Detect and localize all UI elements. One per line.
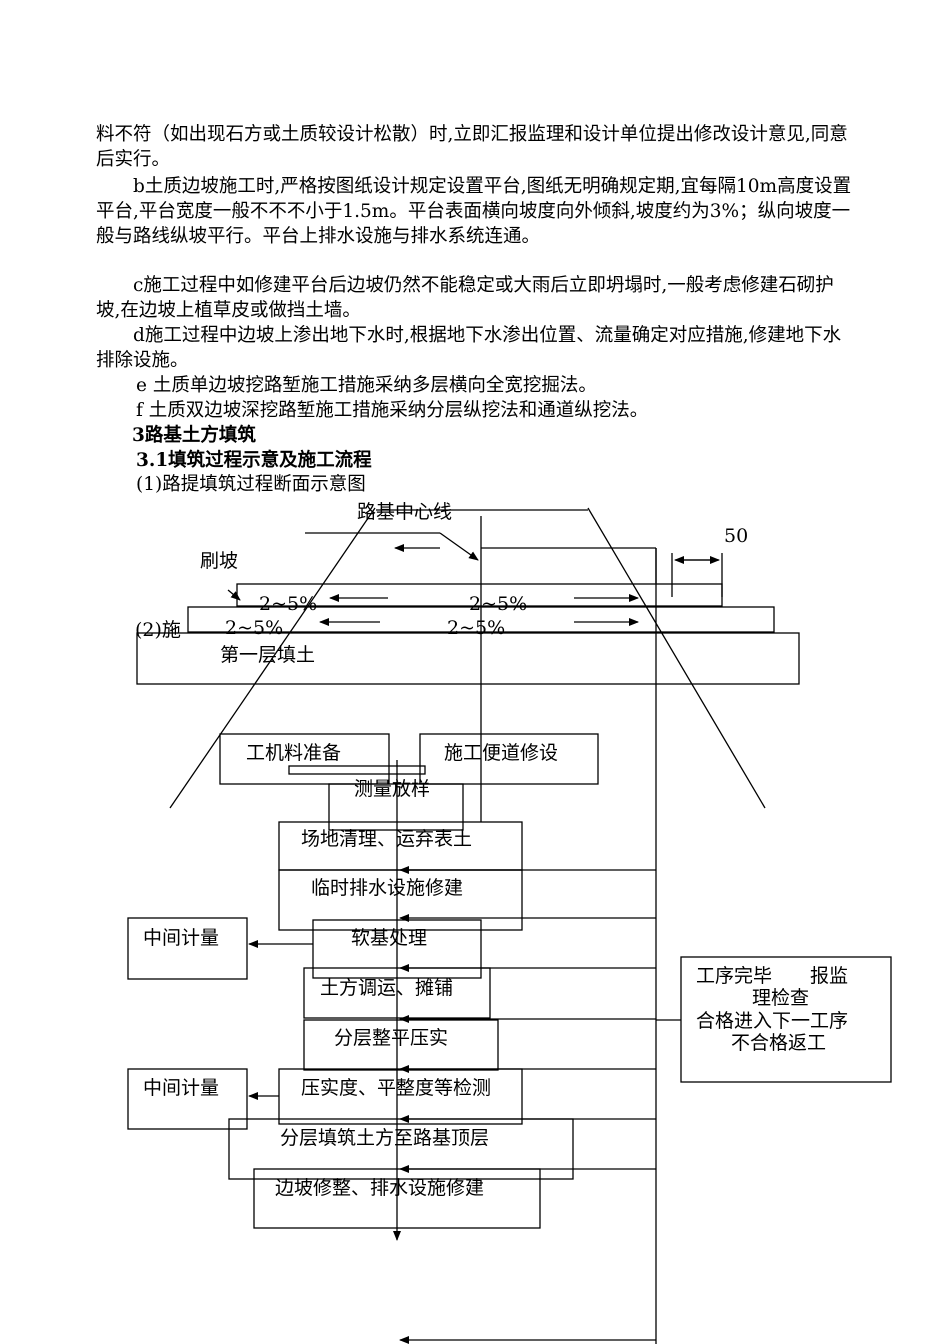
centerline-label: 路基中心线 [357,501,452,523]
layer-top [236,583,723,607]
grade-label-2: 2~5% [469,593,527,615]
hidden-caption-fragment: (2)施 [135,619,181,641]
flow-step-layer-fill: 分层填筑土方至路基顶层 [280,1127,489,1149]
check-line-1: 工序完毕 报监 [696,965,848,987]
flow-box-survey [328,783,464,831]
check-line-3: 合格进入下一工序 [696,1010,848,1032]
first-layer-label: 第一层填土 [220,644,315,666]
flow-step-survey: 测量放样 [354,778,430,800]
paragraph-c-slope-unstable: c施工过程中如修建平台后边坡仍然不能稳定或大雨后立即坍塌时,一般考虑修建石砌护坡… [96,275,834,321]
flow-box-access-road [419,733,599,785]
side-box-measure-1 [127,917,248,980]
left-slope-line [169,507,376,809]
paragraph-material-mismatch: 料不符（如出现石方或土质较设计松散）时,立即汇报监理和设计单位提出修改设计意见,… [96,124,848,170]
flow-step-transport: 土方调运、摊铺 [320,977,453,999]
grade-label-3: 2~5% [225,617,283,639]
flow-step-drainage: 临时排水设施修建 [311,877,463,899]
side-box-measure-1-label: 中间计量 [143,927,219,949]
paragraph-d-groundwater: d施工过程中边坡上渗出地下水时,根据地下水渗出位置、流量确定对应措施,修建地下水… [96,325,842,371]
slope-label-leader [227,589,241,601]
dimension-label: 50 [724,525,748,547]
flow-box-slope-finish [253,1168,541,1229]
grade-label-1: 2~5% [259,593,317,615]
paragraph-b-soil-slope: b土质边坡施工时,严格按图纸设计规定设置平台,图纸无明确规定期,宜每隔10m高度… [96,176,852,247]
check-line-2: 理检查 [752,987,809,1009]
grade-label-4: 2~5% [447,617,505,639]
flow-step-clearing: 场地清理、运弃表土 [301,828,472,850]
slope-label: 刷坡 [200,550,238,572]
centerline-leader-arrow [439,532,479,561]
side-box-measure-2-label: 中间计量 [143,1077,219,1099]
flow-step-materials: 工机料准备 [246,742,341,764]
layer-first [136,632,800,685]
flow-step-slope-finish: 边坡修整、排水设施修建 [275,1177,484,1199]
layer-middle [187,606,775,633]
right-slope-line [587,507,766,809]
flow-step-testing: 压实度、平整度等检测 [301,1077,491,1099]
subheading-section-diagram: (1)路提填筑过程断面示意图 [136,474,366,495]
flow-step-access-road: 施工便道修设 [444,742,558,764]
flow-box-materials [219,733,390,785]
side-box-measure-2 [127,1068,248,1130]
section-heading-3-1: 3.1填筑过程示意及施工流程 [136,450,372,471]
paragraph-e-single-slope: e 土质单边坡挖路堑施工措施采纳多层横向全宽挖掘法。 [136,375,597,396]
check-line-4: 不合格返工 [731,1032,826,1054]
flow-step-soft-foundation: 软基处理 [351,927,427,949]
flow-box-soft-foundation [312,919,482,979]
section-heading-3: 3路基土方填筑 [132,425,256,446]
paragraph-f-double-slope: f 土质双边坡深挖路堑施工措施采纳分层纵挖法和通道纵挖法。 [136,400,649,421]
flow-step-compaction: 分层整平压实 [334,1027,448,1049]
flow-box-connector [288,765,426,775]
flow-box-transport [303,967,491,1019]
